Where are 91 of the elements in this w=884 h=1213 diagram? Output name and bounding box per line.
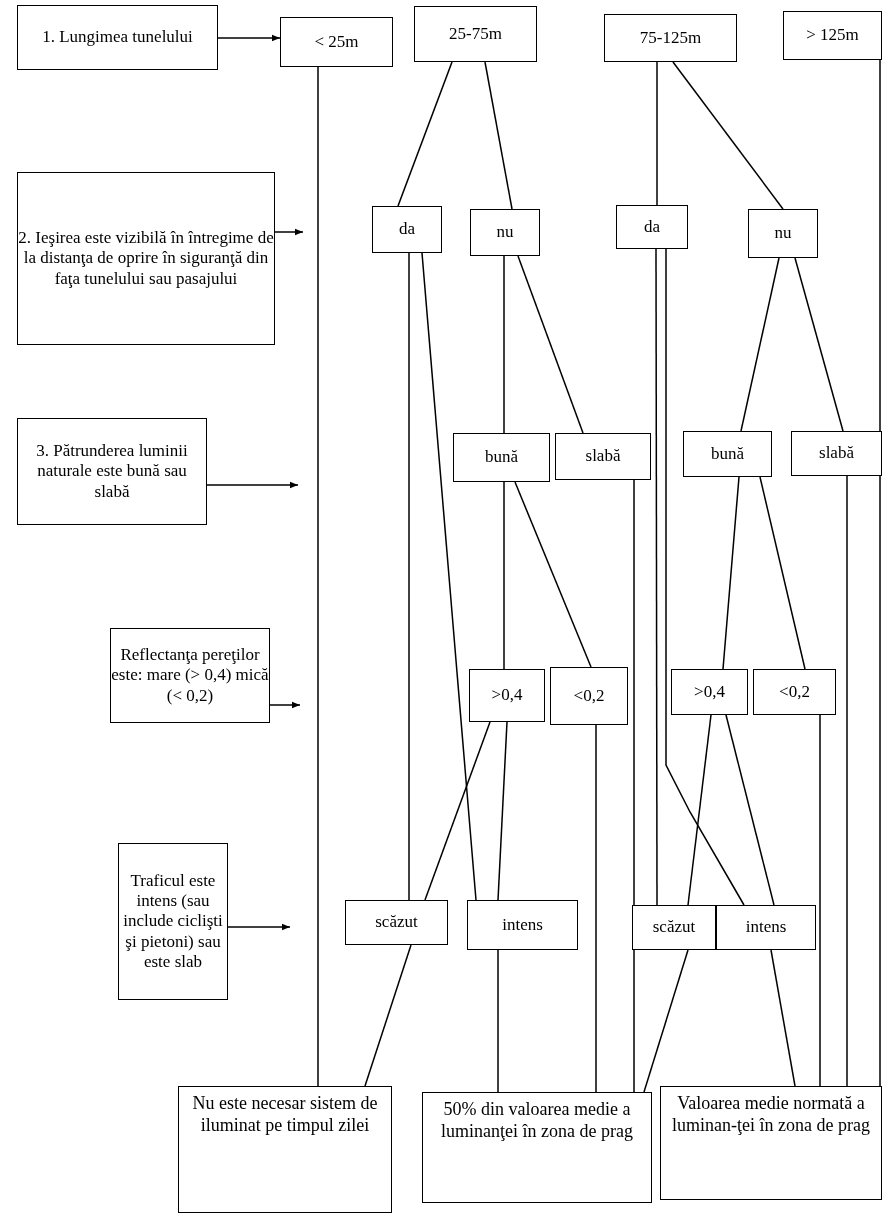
connector-line (317, 66, 319, 1087)
box-label: 3. Pătrunderea luminii naturale este bună sau slabă (35, 440, 189, 503)
connector-line (794, 257, 844, 432)
connector-line (364, 944, 412, 1087)
box-label: Nu este necesar sistem de iluminat pe timpul zilei (191, 1093, 379, 1137)
arrow (269, 701, 301, 709)
box-label: scăzut (375, 912, 418, 933)
option-box (550, 667, 628, 725)
option-box (791, 431, 882, 476)
connector-line (421, 252, 477, 901)
box-label: 75-125m (639, 27, 702, 49)
connector-line (497, 949, 499, 1093)
option-box (783, 11, 882, 60)
box-label: <0,2 (573, 685, 605, 707)
connector-line (517, 255, 584, 434)
connector-line (740, 257, 780, 432)
option-box (470, 209, 540, 256)
connector-line (424, 721, 491, 901)
criterion-box (17, 172, 275, 345)
option-box (604, 14, 737, 62)
connector-line (408, 252, 410, 901)
connector-line (655, 248, 658, 906)
box-label: bună (484, 447, 518, 468)
option-box (467, 900, 578, 950)
box-label: da (398, 219, 415, 240)
result-box (422, 1092, 652, 1203)
option-box (555, 433, 651, 480)
connector-line (595, 724, 597, 1093)
connector-line (770, 949, 796, 1087)
connector-line (643, 949, 689, 1093)
connector-line (846, 475, 848, 1087)
connector-line (514, 481, 592, 668)
connector-line (503, 481, 505, 670)
connector-line (397, 61, 453, 207)
arrow (217, 34, 281, 42)
box-label: 25-75m (449, 23, 502, 45)
option-box (753, 669, 836, 715)
box-label: <0,2 (779, 681, 810, 703)
option-box (414, 6, 537, 62)
connector-line (672, 61, 784, 210)
box-label: scăzut (652, 917, 696, 938)
box-label: < 25m (314, 31, 359, 53)
connector-line (497, 721, 508, 901)
connector-line (656, 61, 658, 206)
box-label: 2. Ieşirea este vizibilă în întregime de la distanţa de oprire în siguranţă din faţa tunelului sau pasajului (18, 227, 274, 290)
result-box (660, 1086, 882, 1200)
box-label: nu (496, 222, 514, 243)
option-box (453, 433, 550, 482)
criterion-box (17, 5, 218, 70)
option-box (372, 206, 442, 253)
box-label: 1. Lungimea tunelului (42, 27, 193, 48)
connector-line (879, 59, 881, 1087)
option-box (345, 900, 448, 945)
option-box (683, 431, 772, 477)
criterion-box (110, 628, 270, 723)
connector-line (759, 476, 806, 670)
box-label: bună (710, 443, 744, 465)
box-label: Traficul este intens (sau include ciclişti şi pietoni) sau este slab (122, 870, 224, 973)
connector-line (687, 714, 712, 906)
arrow (274, 228, 304, 236)
arrow (206, 481, 299, 489)
connector-line (484, 61, 513, 210)
option-box (616, 205, 688, 249)
option-box (671, 669, 748, 715)
result-box (178, 1086, 392, 1213)
option-box (280, 17, 393, 67)
box-label: slabă (585, 446, 621, 467)
box-label: Reflectanţa pereţilor este: mare (> 0,4) mică (< 0,2) (111, 644, 269, 707)
criterion-box (17, 418, 207, 525)
option-box (748, 209, 818, 258)
box-label: 50% din valoarea medie a luminanţei în zona de prag (440, 1099, 634, 1143)
option-box (632, 905, 716, 950)
connector-line (725, 714, 775, 906)
box-label: Valoarea medie normată a luminan-ţei în zona de prag (671, 1093, 871, 1137)
box-label: intens (502, 914, 543, 936)
option-box (716, 905, 816, 950)
box-label: > 125m (806, 25, 859, 46)
box-label: >0,4 (491, 685, 523, 706)
box-label: nu (774, 223, 792, 244)
box-label: >0,4 (694, 681, 725, 703)
arrow (227, 923, 291, 931)
box-label: da (643, 216, 660, 238)
connector-line (722, 476, 740, 670)
option-box (469, 669, 545, 722)
connector-line (633, 479, 635, 1093)
box-label: intens (745, 917, 787, 938)
connector-line (819, 714, 821, 1087)
connector-line (503, 255, 505, 434)
box-label: slabă (819, 443, 854, 464)
criterion-box (118, 843, 228, 1000)
connector-line (665, 248, 745, 906)
